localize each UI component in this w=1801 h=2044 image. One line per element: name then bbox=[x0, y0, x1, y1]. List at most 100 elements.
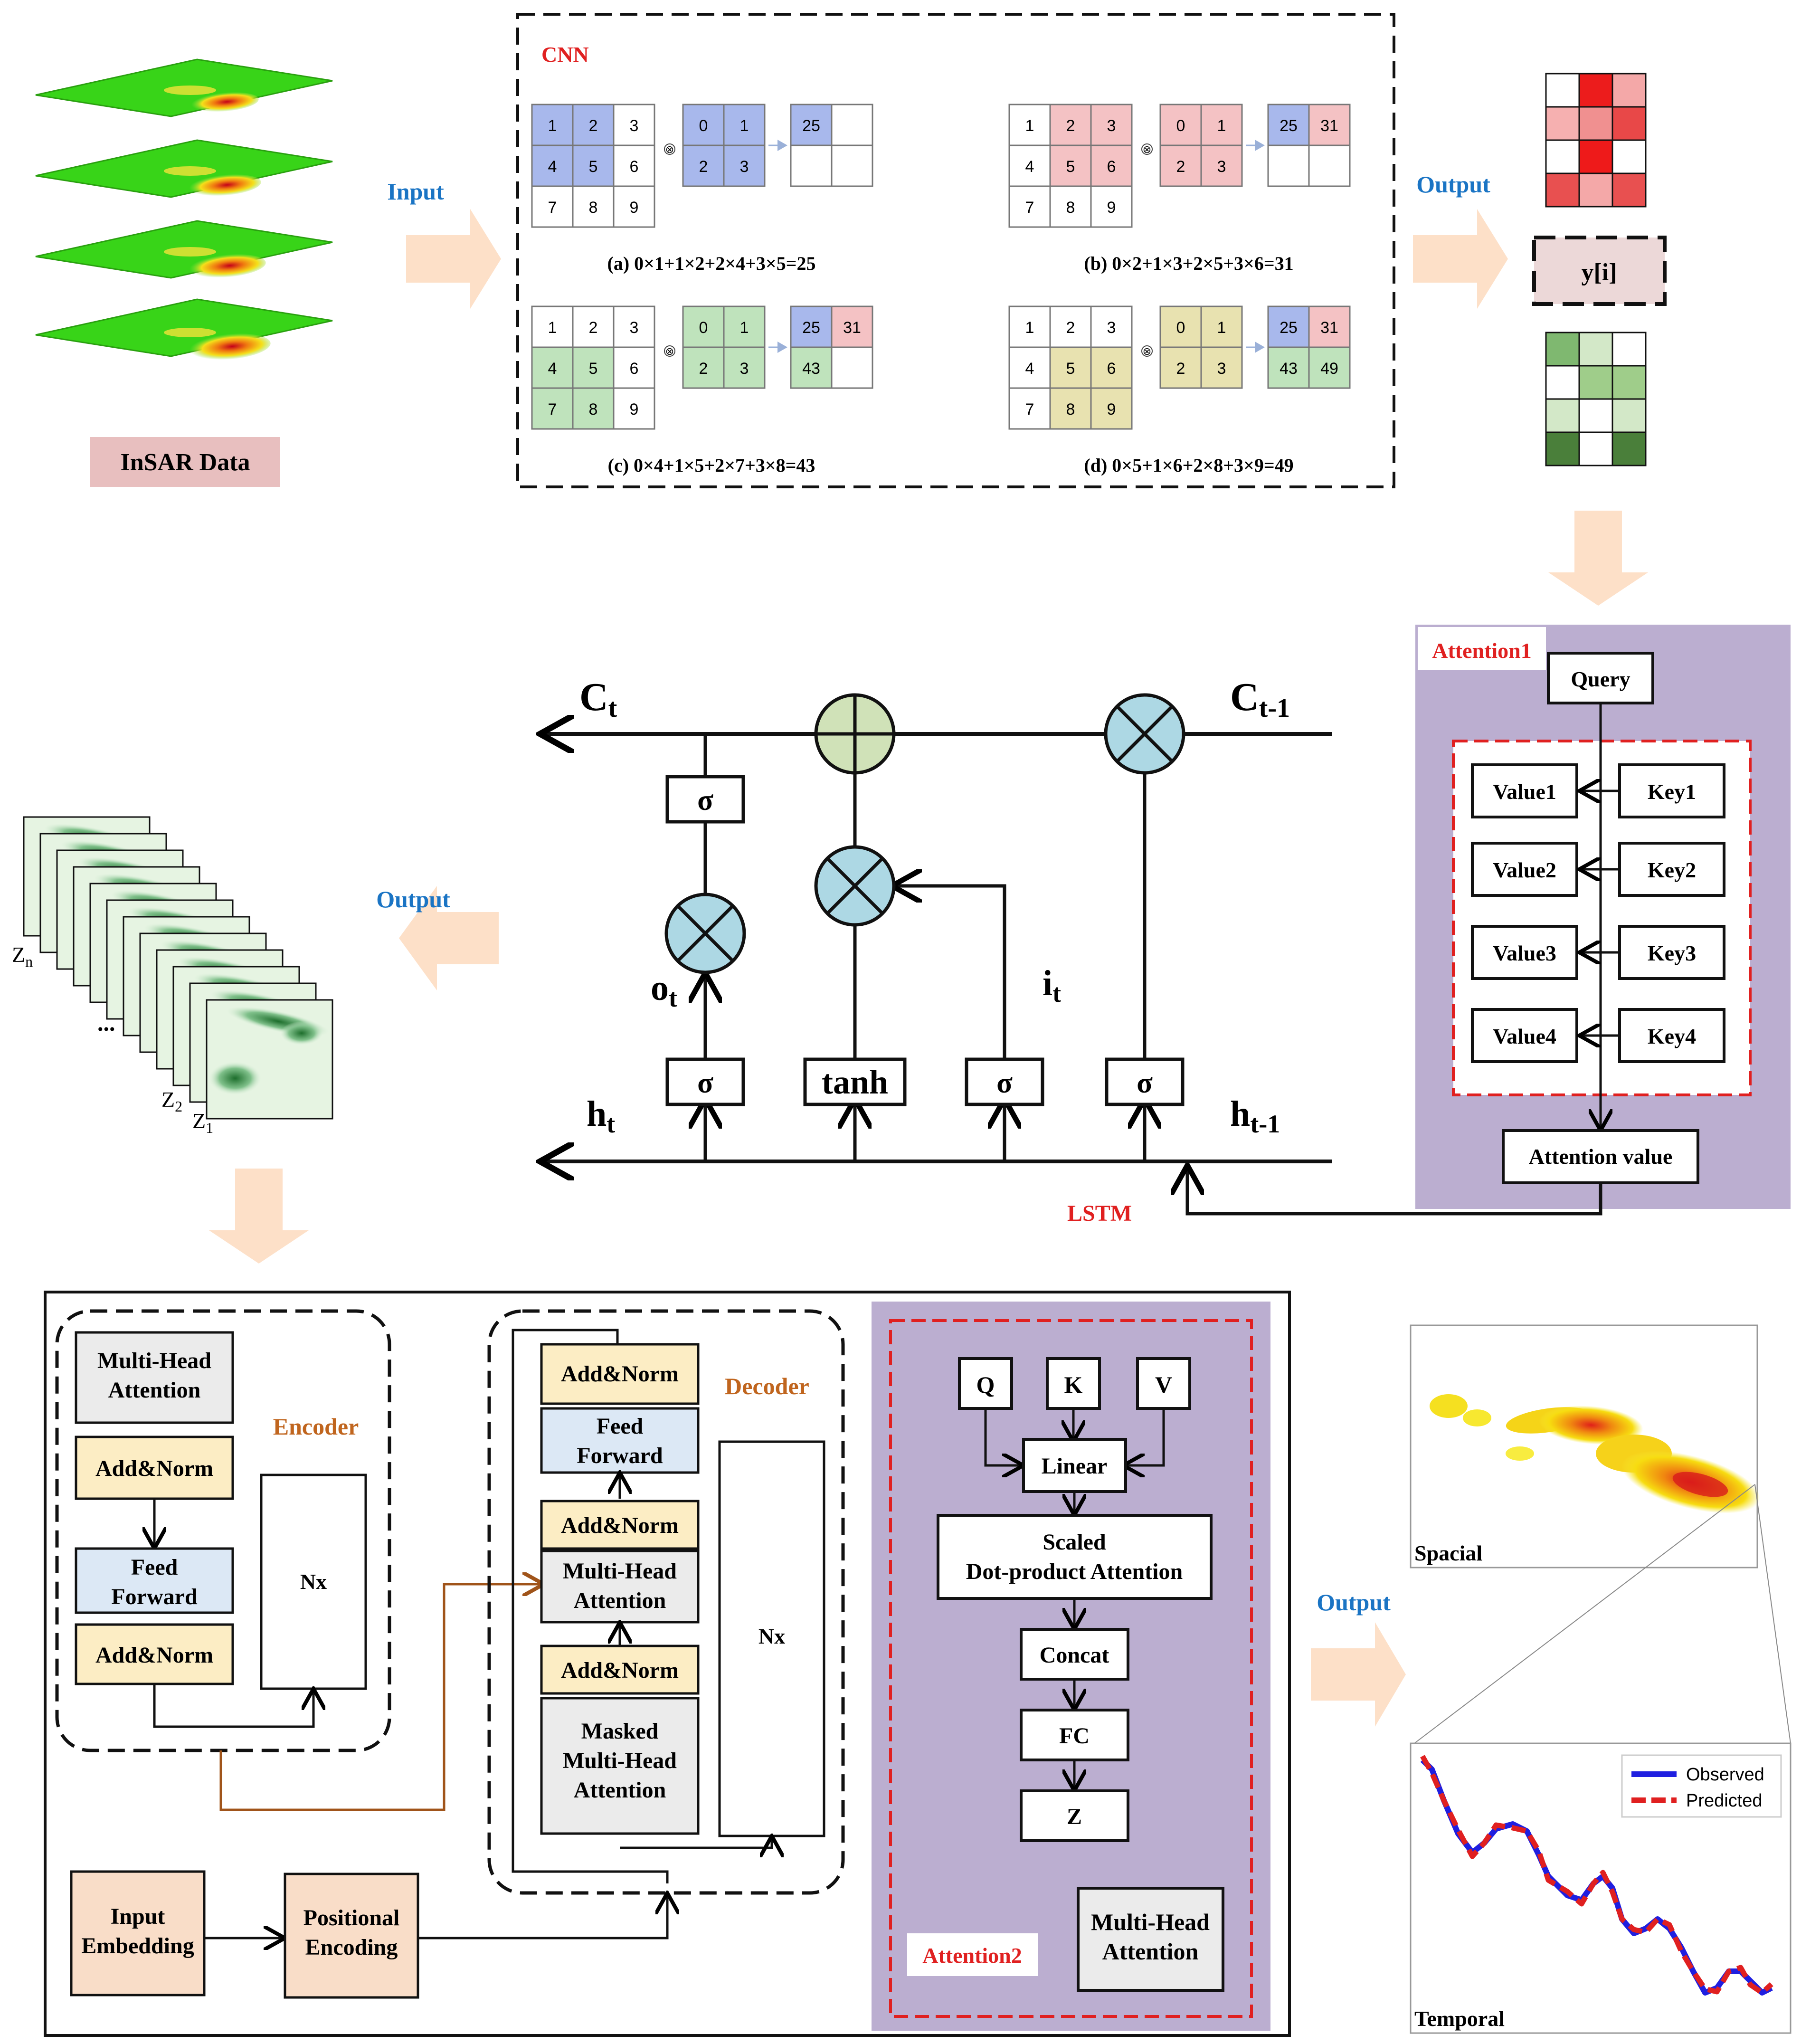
input-cell-value: 9 bbox=[630, 400, 639, 418]
dec-addnorm-top-box bbox=[540, 1343, 700, 1405]
input-cell bbox=[531, 387, 574, 430]
conv-operator-symbol: ⊗ bbox=[1143, 143, 1151, 155]
dec-nx-box bbox=[718, 1440, 825, 1837]
kernel-cell bbox=[723, 305, 766, 348]
feature-cell bbox=[1578, 172, 1613, 208]
kernel-cell bbox=[723, 104, 766, 146]
output-y-label: y[i] bbox=[1581, 259, 1617, 286]
dec-masked-box bbox=[540, 1697, 700, 1835]
result-cell-value: 25 bbox=[1280, 117, 1298, 135]
label-line: Forward bbox=[111, 1584, 198, 1609]
input-cell-value: 3 bbox=[630, 117, 639, 135]
concat-label: Concat bbox=[1040, 1643, 1109, 1668]
z1-label: Z1 bbox=[192, 1109, 213, 1136]
feature-cell bbox=[1545, 398, 1580, 433]
v-label: V bbox=[1155, 1371, 1172, 1398]
input-cell-value: 8 bbox=[589, 400, 598, 418]
enc-mha-box bbox=[75, 1331, 234, 1424]
key-label: Key2 bbox=[1648, 858, 1696, 882]
kernel-cell bbox=[1200, 346, 1243, 389]
input-cell bbox=[572, 185, 615, 228]
conv-operator-symbol: ⊗ bbox=[665, 143, 674, 155]
result-cell-value: 31 bbox=[1320, 319, 1338, 337]
sigma-box-input bbox=[965, 1057, 1044, 1106]
input-cell bbox=[1008, 305, 1051, 348]
dec-ff-box bbox=[540, 1407, 700, 1474]
input-gate-line bbox=[895, 886, 1006, 1161]
input-cell-value: 1 bbox=[1025, 117, 1034, 135]
z-box bbox=[1020, 1789, 1129, 1842]
legend-predicted-label: Predicted bbox=[1686, 1791, 1763, 1811]
conv-operator-symbol: ⊗ bbox=[1143, 345, 1151, 357]
input-cell bbox=[1008, 185, 1051, 228]
result-cell-value: 43 bbox=[1280, 360, 1298, 378]
value-label: Value1 bbox=[1493, 780, 1556, 804]
result-cell bbox=[1308, 104, 1351, 146]
k-label: K bbox=[1064, 1371, 1083, 1398]
input-cell bbox=[613, 104, 655, 146]
input-cell bbox=[613, 346, 655, 389]
input-cell bbox=[531, 346, 574, 389]
key-label: Key1 bbox=[1648, 780, 1696, 804]
temporal-label: Temporal bbox=[1414, 2006, 1505, 2031]
label-line: Attention bbox=[574, 1778, 666, 1803]
result-cell bbox=[1267, 144, 1310, 187]
linear-box bbox=[1022, 1438, 1127, 1493]
kernel-cell bbox=[682, 144, 725, 187]
kernel-cell bbox=[1159, 305, 1202, 348]
feature-cell bbox=[1578, 332, 1613, 367]
feature-cell bbox=[1611, 139, 1647, 174]
sigma-label: σ bbox=[996, 1067, 1013, 1099]
sigma-label: σ bbox=[1137, 1067, 1153, 1099]
kernel-cell-value: 3 bbox=[740, 360, 749, 378]
feature-map-green bbox=[1545, 332, 1647, 466]
input-cell-value: 9 bbox=[630, 199, 639, 217]
result-cell-value: 25 bbox=[802, 319, 820, 337]
input-cell-value: 1 bbox=[548, 319, 557, 337]
feature-cell bbox=[1611, 332, 1647, 367]
enc-addnorm2-label: Add&Norm bbox=[95, 1643, 213, 1668]
lstm-title: LSTM bbox=[1067, 1201, 1132, 1226]
value-box bbox=[1471, 1008, 1578, 1063]
feature-cell bbox=[1578, 139, 1613, 174]
insar-layer bbox=[35, 139, 333, 198]
sigma-box-top bbox=[665, 775, 745, 824]
result-cell bbox=[831, 346, 873, 389]
q-arrow bbox=[984, 1408, 1021, 1465]
feature-cell bbox=[1545, 431, 1580, 466]
i-t-label: it bbox=[1043, 963, 1061, 1008]
input-cell-value: 4 bbox=[548, 360, 557, 378]
spatial-label: Spacial bbox=[1414, 1541, 1482, 1565]
key-label: Key3 bbox=[1648, 941, 1696, 965]
c-prev-label: Ct-1 bbox=[1230, 675, 1290, 723]
feature-cell bbox=[1578, 106, 1613, 141]
enc-ff-box bbox=[75, 1547, 234, 1614]
insar-label: InSAR Data bbox=[120, 449, 250, 476]
att2-mha-box bbox=[1077, 1887, 1224, 1992]
transformer-box bbox=[44, 1291, 1291, 2037]
feature-cell bbox=[1611, 431, 1647, 466]
result-cell bbox=[1308, 346, 1351, 389]
feature-cell bbox=[1545, 365, 1580, 400]
fc-label: FC bbox=[1059, 1723, 1090, 1749]
attention1-title-box bbox=[1418, 627, 1546, 670]
input-cell-value: 3 bbox=[1107, 117, 1116, 135]
input-cell-value: 7 bbox=[548, 400, 557, 418]
kernel-cell-value: 1 bbox=[1217, 117, 1226, 135]
input-cell-value: 8 bbox=[1066, 199, 1075, 217]
cnn-box bbox=[516, 13, 1395, 488]
input-cell bbox=[1049, 387, 1092, 430]
input-cell-value: 5 bbox=[589, 158, 598, 176]
zn-label: Zn bbox=[12, 942, 33, 970]
result-cell bbox=[790, 104, 833, 146]
key-box bbox=[1618, 925, 1725, 980]
insar-stack bbox=[35, 58, 333, 361]
input-cell-value: 6 bbox=[630, 158, 639, 176]
dec-mha-box bbox=[540, 1550, 700, 1624]
feature-cell bbox=[1545, 106, 1580, 141]
